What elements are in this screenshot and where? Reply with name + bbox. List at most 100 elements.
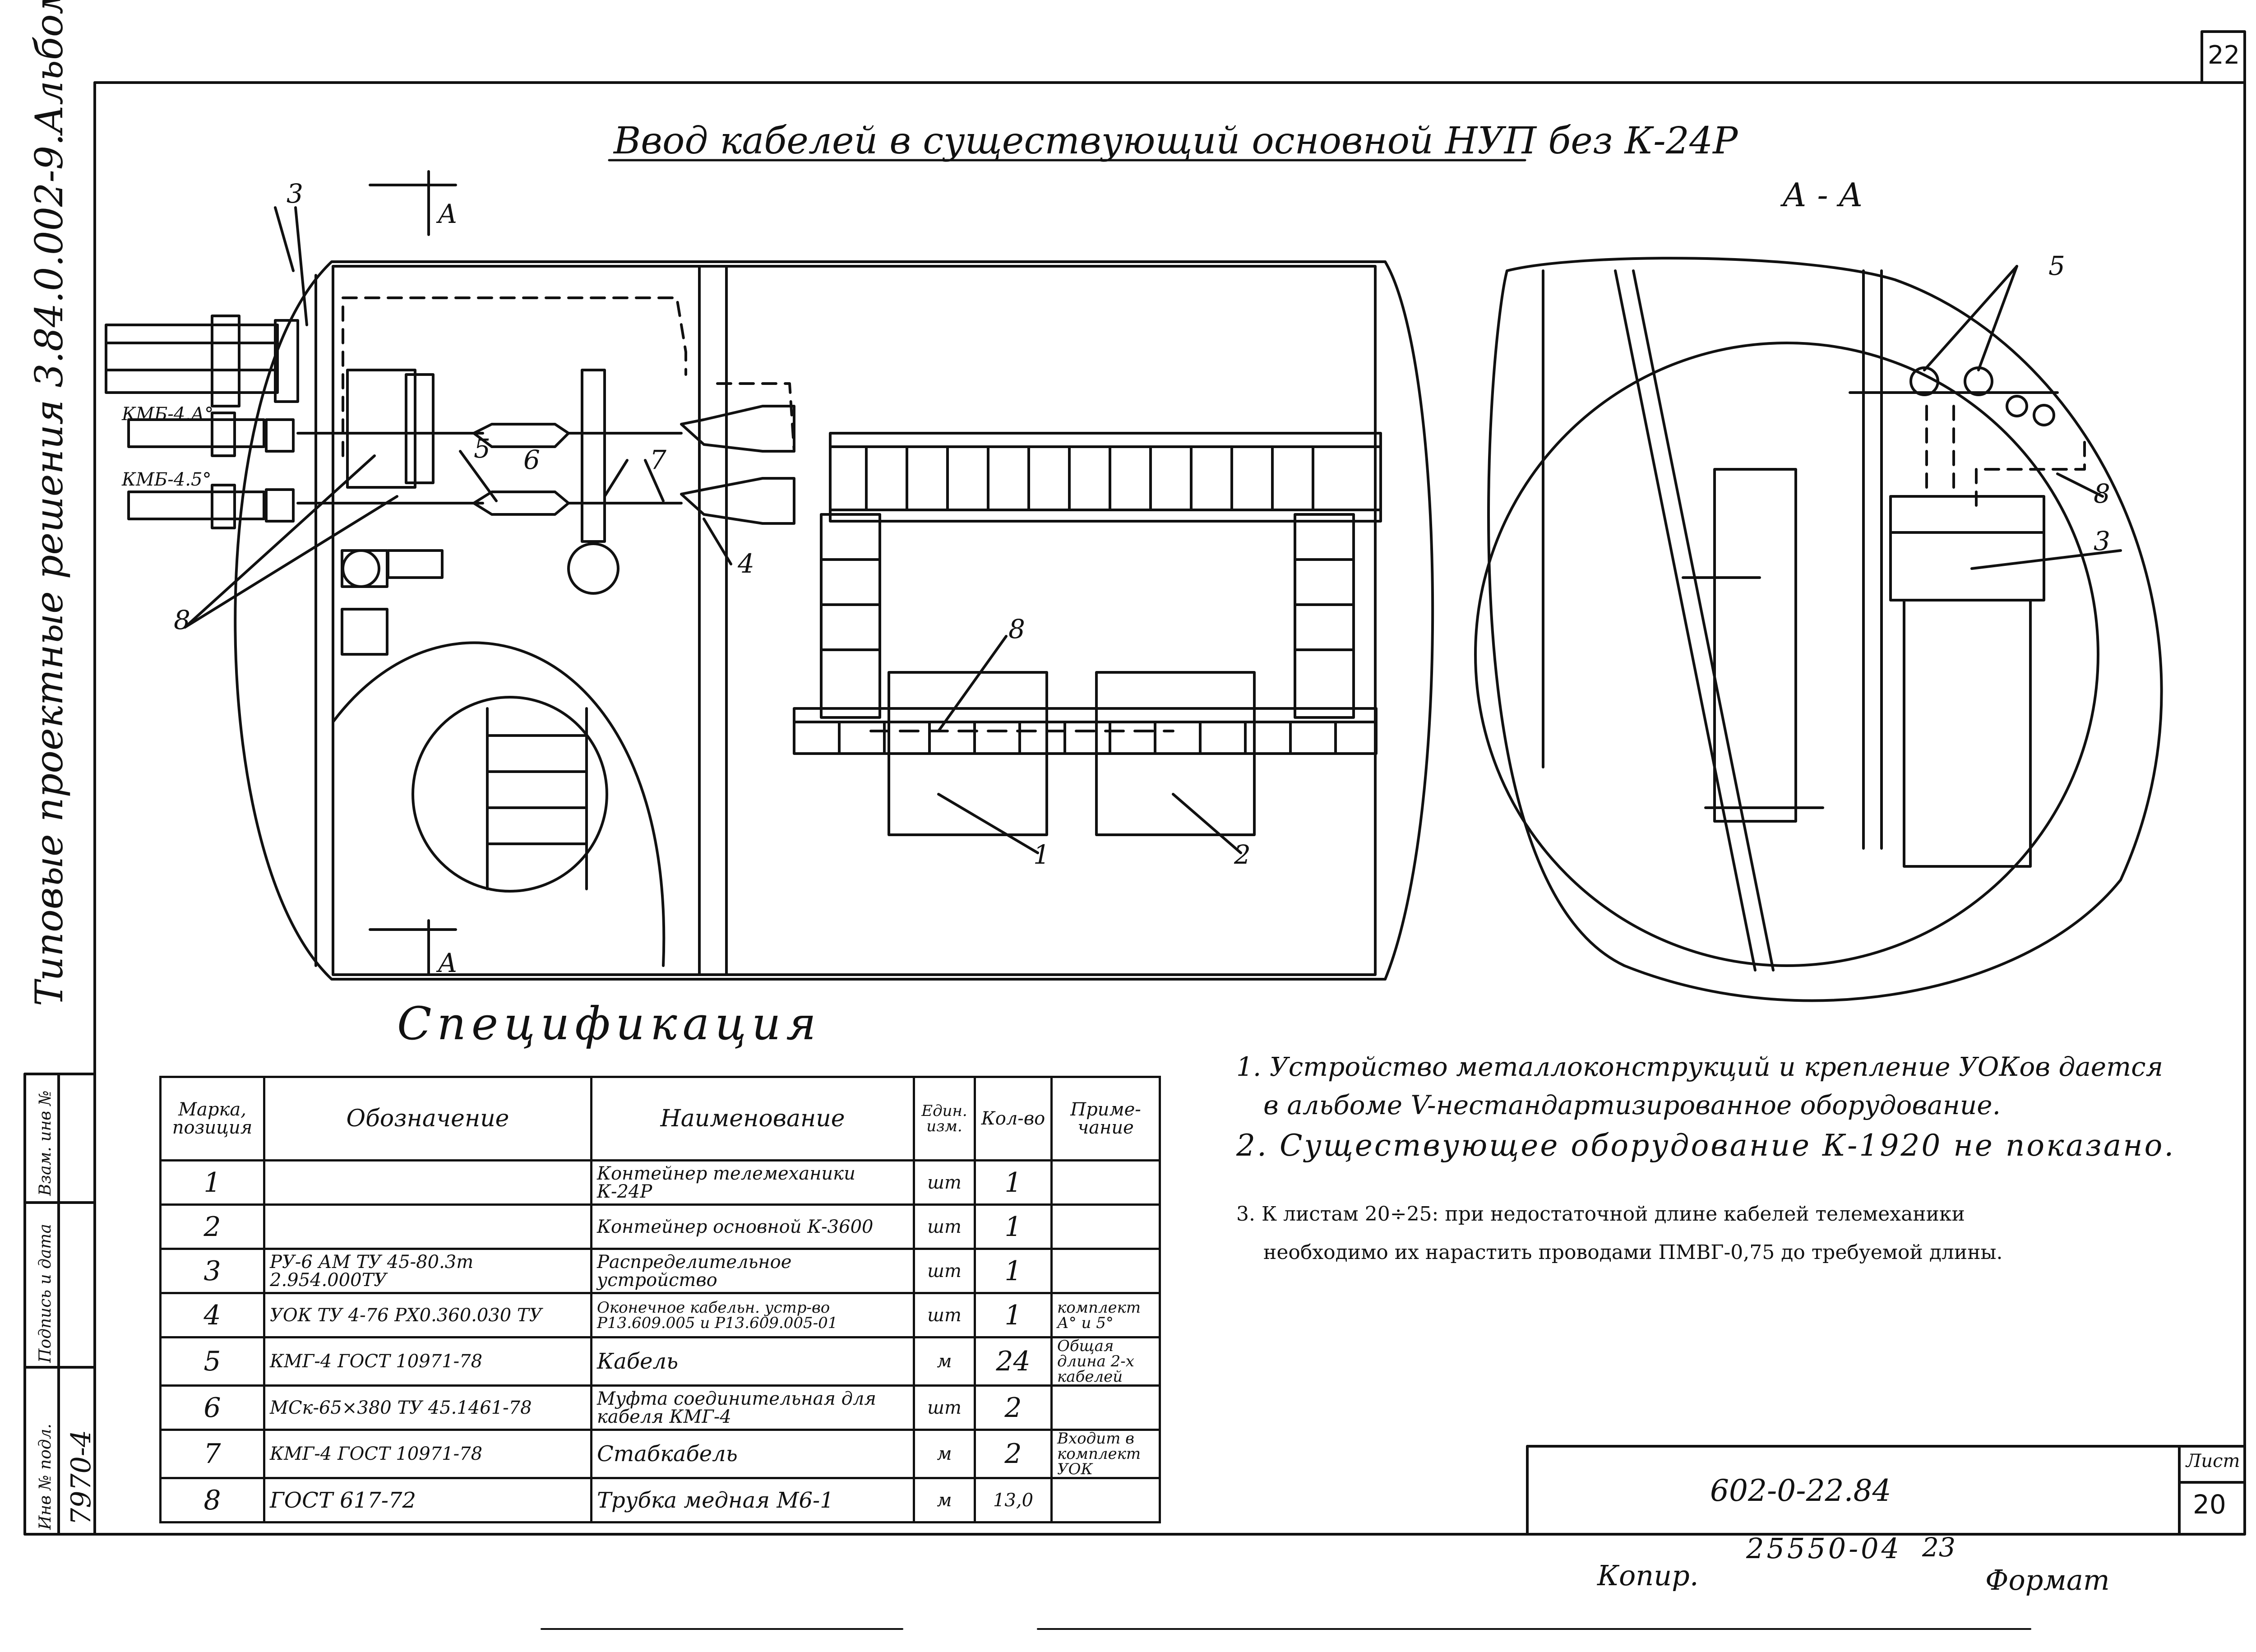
plan-view-container (105, 170, 1434, 981)
order-number: 25550-04 (1746, 1532, 1902, 1565)
spec-unit: шт (913, 1159, 976, 1206)
spec-pos: 2 (159, 1203, 265, 1250)
table-row: 2 Контейнер основной К-3600 шт 1 (159, 1203, 1161, 1250)
list-number: 20 (2193, 1489, 2226, 1520)
table-row: 1 Контейнер телемеханики К-24Р шт 1 (159, 1159, 1161, 1206)
table-row: 8 ГОСТ 617-72 Трубка медная М6-1 м 13,0 (159, 1477, 1161, 1523)
spec-note: комплект А° и 5° (1050, 1292, 1161, 1338)
section-callout-8: 8 (2094, 478, 2110, 509)
spec-qty: 13,0 (974, 1477, 1053, 1523)
cut-mark-top: А (438, 199, 458, 229)
spec-code (263, 1203, 592, 1250)
spec-name: Трубка медная М6-1 (590, 1477, 915, 1523)
table-row: 4 УОК ТУ 4-76 РХ0.360.030 ТУ Оконечное к… (159, 1292, 1161, 1338)
spec-unit: м (913, 1336, 976, 1387)
callout-7: 7 (650, 444, 666, 475)
spec-unit: шт (913, 1292, 976, 1338)
callout-4: 4 (738, 548, 754, 579)
spec-code: УОК ТУ 4-76 РХ0.360.030 ТУ (263, 1292, 592, 1338)
spec-header-unit: Един. изм. (913, 1076, 976, 1161)
spec-note (1050, 1384, 1161, 1431)
spec-code (263, 1159, 592, 1206)
format-number: 23 (1922, 1532, 1956, 1563)
spec-code: ГОСТ 617-72 (263, 1477, 592, 1523)
list-label: Лист (2186, 1451, 2240, 1472)
drawing-title: Ввод кабелей в существующий основной НУП… (614, 120, 1738, 162)
spec-name: Кабель (590, 1336, 915, 1387)
callout-8-tray: 8 (1008, 614, 1025, 644)
note-1-line-1: 1. Устройство металлоконструкций и крепл… (1236, 1051, 2164, 1082)
note-1-line-2: в альбоме V-нестандартизированное оборуд… (1263, 1090, 2001, 1120)
format-label: Формат (1985, 1564, 2110, 1596)
spec-header-note: Приме- чание (1050, 1076, 1161, 1161)
spec-qty: 1 (974, 1203, 1053, 1250)
spec-note (1050, 1477, 1161, 1523)
spec-pos: 3 (159, 1248, 265, 1294)
note-3-line-2: необходимо их нарастить проводами ПМВГ-0… (1263, 1241, 2003, 1264)
spec-code: МСк-65×380 ТУ 45.1461-78 (263, 1384, 592, 1431)
section-label: А - А (1782, 176, 1863, 214)
callout-5: 5 (474, 433, 490, 464)
spec-unit: шт (913, 1384, 976, 1431)
spec-pos: 1 (159, 1159, 265, 1206)
spec-qty: 24 (974, 1336, 1053, 1387)
spec-header-row: Марка, позиция Обозначение Наименование … (159, 1076, 1161, 1161)
spec-note (1050, 1159, 1161, 1206)
cable-kms-a: КМБ-4.А° (122, 404, 214, 425)
spec-note: Общая длина 2-х кабелей (1050, 1336, 1161, 1387)
sheet-frame (23, 30, 2246, 1630)
spec-code: РУ-6 АМ ТУ 45-80.3т 2.954.000ТУ (263, 1248, 592, 1294)
spec-pos: 6 (159, 1384, 265, 1431)
spec-unit: шт (913, 1248, 976, 1294)
spec-note (1050, 1203, 1161, 1250)
page-corner-number: 22 (2208, 41, 2240, 70)
spec-qty: 2 (974, 1429, 1053, 1479)
note-3-line-1: 3. К листам 20÷25: при недостаточной дли… (1236, 1203, 1965, 1226)
cable-kms-b: КМБ-4.5° (122, 469, 212, 490)
spec-note: Входит в комплект УОК (1050, 1429, 1161, 1479)
spec-name: Оконечное кабельн. устр-во Р13.609.005 и… (590, 1292, 915, 1338)
table-row: 5 КМГ-4 ГОСТ 10971-78 Кабель м 24 Общая … (159, 1336, 1161, 1387)
cut-mark-bottom: А (438, 948, 458, 978)
spec-header-code: Обозначение (263, 1076, 592, 1161)
spec-name: Распределительное устройство (590, 1248, 915, 1294)
spec-unit: м (913, 1477, 976, 1523)
spec-name: Стабкабель (590, 1429, 915, 1479)
callout-1: 1 (1033, 839, 1050, 870)
callout-8-left: 8 (174, 605, 190, 635)
spec-code: КМГ-4 ГОСТ 10971-78 (263, 1336, 592, 1387)
copy-label: Копир. (1597, 1559, 1699, 1592)
side-title: Типовые проектные решения 3.84.0.002-9.А… (27, 0, 71, 1006)
spec-note (1050, 1248, 1161, 1294)
section-a-a-view (1474, 257, 2163, 1002)
spec-name: Муфта соединительная для кабеля КМГ-4 (590, 1384, 915, 1431)
spec-qty: 1 (974, 1292, 1053, 1338)
section-callout-3: 3 (2094, 526, 2110, 556)
spec-name: Контейнер основной К-3600 (590, 1203, 915, 1250)
specification-table: Марка, позиция Обозначение Наименование … (159, 1076, 1161, 1523)
spec-header-qty: Кол-во (974, 1076, 1053, 1161)
side-stamp-replace: Взам. инв № (36, 1090, 55, 1196)
spec-heading: Спецификация (397, 997, 822, 1050)
spec-name: Контейнер телемеханики К-24Р (590, 1159, 915, 1206)
spec-qty: 2 (974, 1384, 1053, 1431)
spec-qty: 1 (974, 1248, 1053, 1294)
spec-pos: 8 (159, 1477, 265, 1523)
spec-pos: 4 (159, 1292, 265, 1338)
table-row: 6 МСк-65×380 ТУ 45.1461-78 Муфта соедини… (159, 1384, 1161, 1431)
callout-6: 6 (523, 444, 540, 475)
inv-number: 7970-4 (65, 1430, 97, 1525)
table-row: 3 РУ-6 АМ ТУ 45-80.3т 2.954.000ТУ Распре… (159, 1248, 1161, 1294)
spec-header-name: Наименование (590, 1076, 915, 1161)
callout-3: 3 (287, 178, 303, 209)
note-2: 2. Существующее оборудование К-1920 не п… (1236, 1128, 2176, 1163)
stamp-code: 602-0-22.84 (1710, 1473, 1891, 1508)
callout-2: 2 (1234, 839, 1251, 870)
spec-pos: 7 (159, 1429, 265, 1479)
spec-qty: 1 (974, 1159, 1053, 1206)
spec-unit: м (913, 1429, 976, 1479)
spec-pos: 5 (159, 1336, 265, 1387)
spec-header-pos: Марка, позиция (159, 1076, 265, 1161)
section-callout-5: 5 (2048, 250, 2065, 281)
